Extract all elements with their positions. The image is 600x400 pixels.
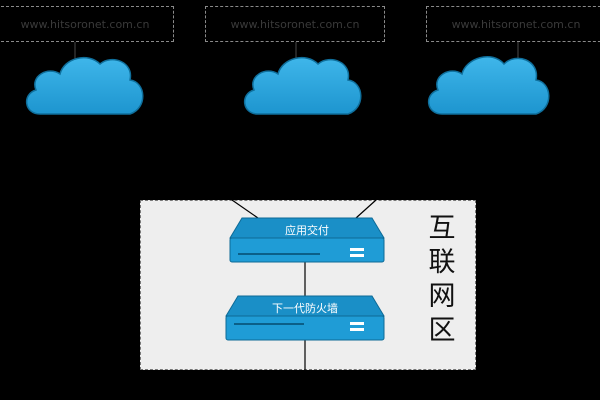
domain-box-2-text: www.hitsoronet.com.cn — [230, 17, 360, 31]
internet-zone-label: 互 联 网 区 — [424, 212, 460, 348]
cloud-icon-2 — [244, 56, 362, 115]
domain-box-2: www.hitsoronet.com.cn — [205, 6, 385, 42]
firewall-device-label: 下一代防火墙 — [272, 302, 338, 315]
domain-box-1-text: www.hitsoronet.com.cn — [20, 17, 150, 31]
firewall-device-icon — [225, 295, 385, 341]
wire-right-to-adc — [355, 199, 377, 219]
zone-label-char-2: 联 — [428, 247, 456, 278]
zone-label-char-1: 互 — [428, 213, 456, 244]
wire-left-to-adc — [231, 199, 259, 219]
adc-device-icon — [229, 217, 385, 263]
zone-label-char-4: 区 — [428, 315, 456, 346]
domain-box-1: www.hitsoronet.com.cn — [0, 6, 174, 42]
adc-device-label: 应用交付 — [285, 224, 329, 237]
cloud-icon-1 — [26, 56, 144, 115]
domain-box-3-text: www.hitsoronet.com.cn — [451, 17, 581, 31]
domain-box-3: www.hitsoronet.com.cn — [426, 6, 600, 42]
cloud-icon-3 — [428, 56, 550, 115]
zone-label-char-3: 网 — [428, 281, 456, 312]
